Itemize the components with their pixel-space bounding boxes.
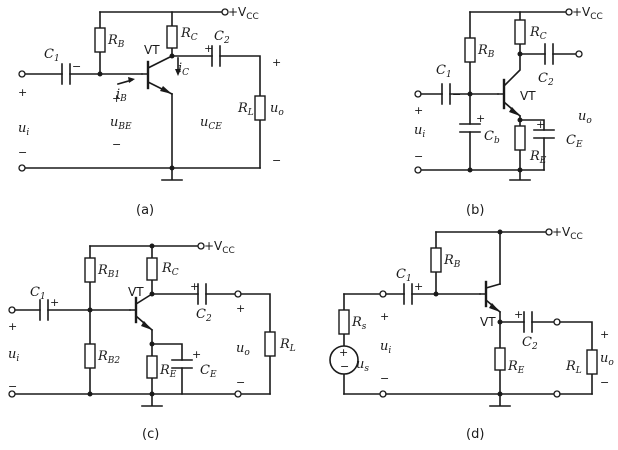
svg-text:+: +: [8, 320, 17, 333]
rb-resistor: [94, 27, 106, 53]
svg-text:RB: RB: [477, 43, 495, 60]
svg-text:+VCC: +VCC: [572, 5, 603, 22]
svg-text:+: +: [190, 280, 199, 293]
svg-text:ui: ui: [18, 121, 29, 138]
caption-a: (a): [136, 203, 154, 218]
caption-c: (c): [142, 427, 159, 442]
svg-text:RB: RB: [443, 253, 461, 270]
svg-text:RB1: RB1: [97, 263, 120, 280]
circuit-a: RB RC +VCC C1 − C2 + VT iC iB uo RL uBE …: [18, 5, 284, 218]
svg-text:C2: C2: [522, 335, 538, 352]
circuit-d: + − +VCC RB C1 + VT C2 + RE RL uo + −: [329, 225, 614, 442]
svg-text:+VCC: +VCC: [204, 239, 235, 256]
svg-text:uBE: uBE: [110, 115, 132, 132]
svg-text:CE: CE: [200, 363, 217, 380]
svg-text:−: −: [8, 380, 17, 393]
svg-text:VT: VT: [144, 43, 160, 57]
svg-text:ui: ui: [414, 123, 425, 140]
circuit-c: +VCC RB1 RB2 RC VT C1 + C2 + RE CE + RL …: [8, 239, 296, 442]
svg-text:+: +: [476, 112, 485, 125]
svg-text:−: −: [340, 360, 349, 373]
svg-text:RL: RL: [565, 359, 582, 376]
svg-text:+: +: [414, 104, 423, 117]
svg-text:RB: RB: [107, 33, 125, 50]
svg-text:−: −: [112, 138, 121, 151]
svg-text:RC: RC: [529, 25, 547, 42]
svg-text:RC: RC: [180, 26, 198, 43]
svg-text:−: −: [414, 150, 423, 163]
svg-text:−: −: [272, 154, 281, 167]
svg-text:ui: ui: [8, 347, 19, 364]
svg-text:iC: iC: [178, 61, 189, 78]
svg-text:−: −: [236, 376, 245, 389]
svg-text:+: +: [339, 346, 348, 359]
svg-text:−: −: [18, 146, 27, 159]
svg-text:RE: RE: [529, 149, 547, 166]
svg-text:RL: RL: [279, 337, 296, 354]
svg-text:us: us: [356, 357, 369, 374]
svg-text:+: +: [272, 56, 281, 69]
svg-text:+: +: [192, 348, 201, 361]
svg-text:VT: VT: [128, 285, 144, 299]
svg-text:iB: iB: [116, 87, 127, 104]
rl-resistor: [254, 95, 266, 121]
svg-text:+: +: [18, 86, 27, 99]
svg-text:C2: C2: [538, 71, 554, 88]
svg-text:+: +: [380, 310, 389, 323]
svg-text:C1: C1: [44, 47, 60, 64]
svg-text:RE: RE: [507, 359, 525, 376]
svg-text:uo: uo: [578, 109, 592, 126]
svg-text:uo: uo: [270, 101, 284, 118]
svg-text:C1: C1: [396, 267, 412, 284]
svg-text:Rs: Rs: [351, 315, 367, 332]
svg-text:+: +: [236, 302, 245, 315]
svg-text:VT: VT: [480, 315, 496, 329]
svg-text:+: +: [112, 92, 121, 105]
circuit-b: +VCC RB RC C2 C1 − VT Cb + RE CE + uo ui…: [414, 5, 603, 218]
svg-text:+: +: [536, 118, 545, 131]
svg-text:+: +: [204, 42, 213, 55]
svg-text:RC: RC: [161, 261, 179, 278]
svg-text:VT: VT: [520, 89, 536, 103]
svg-text:Cb: Cb: [484, 129, 500, 146]
svg-text:−: −: [380, 372, 389, 385]
svg-text:C1: C1: [30, 285, 46, 302]
caption-b: (b): [466, 203, 484, 218]
rc-resistor: [166, 25, 178, 49]
caption-d: (d): [466, 427, 484, 442]
svg-text:uo: uo: [600, 351, 614, 368]
svg-text:−: −: [452, 88, 461, 101]
vcc-label-a: +VCC: [228, 5, 259, 22]
svg-text:C1: C1: [436, 63, 452, 80]
svg-text:RL: RL: [237, 101, 254, 118]
svg-text:−: −: [600, 376, 609, 389]
c2-capacitor: [211, 45, 221, 67]
svg-text:RB2: RB2: [97, 349, 120, 366]
svg-text:uCE: uCE: [200, 115, 222, 132]
svg-text:+: +: [514, 308, 523, 321]
svg-text:+: +: [414, 280, 423, 293]
svg-text:CE: CE: [566, 133, 583, 150]
svg-text:+: +: [50, 296, 59, 309]
svg-text:+VCC: +VCC: [552, 225, 583, 242]
ground-symbol: [161, 167, 183, 181]
c1-capacitor: [61, 63, 71, 85]
svg-text:ui: ui: [380, 339, 391, 356]
svg-text:−: −: [72, 60, 81, 73]
svg-text:+: +: [600, 328, 609, 341]
svg-text:uo: uo: [236, 341, 250, 358]
svg-text:C2: C2: [196, 307, 212, 324]
svg-text:RE: RE: [159, 363, 177, 380]
svg-text:C2: C2: [214, 29, 230, 46]
